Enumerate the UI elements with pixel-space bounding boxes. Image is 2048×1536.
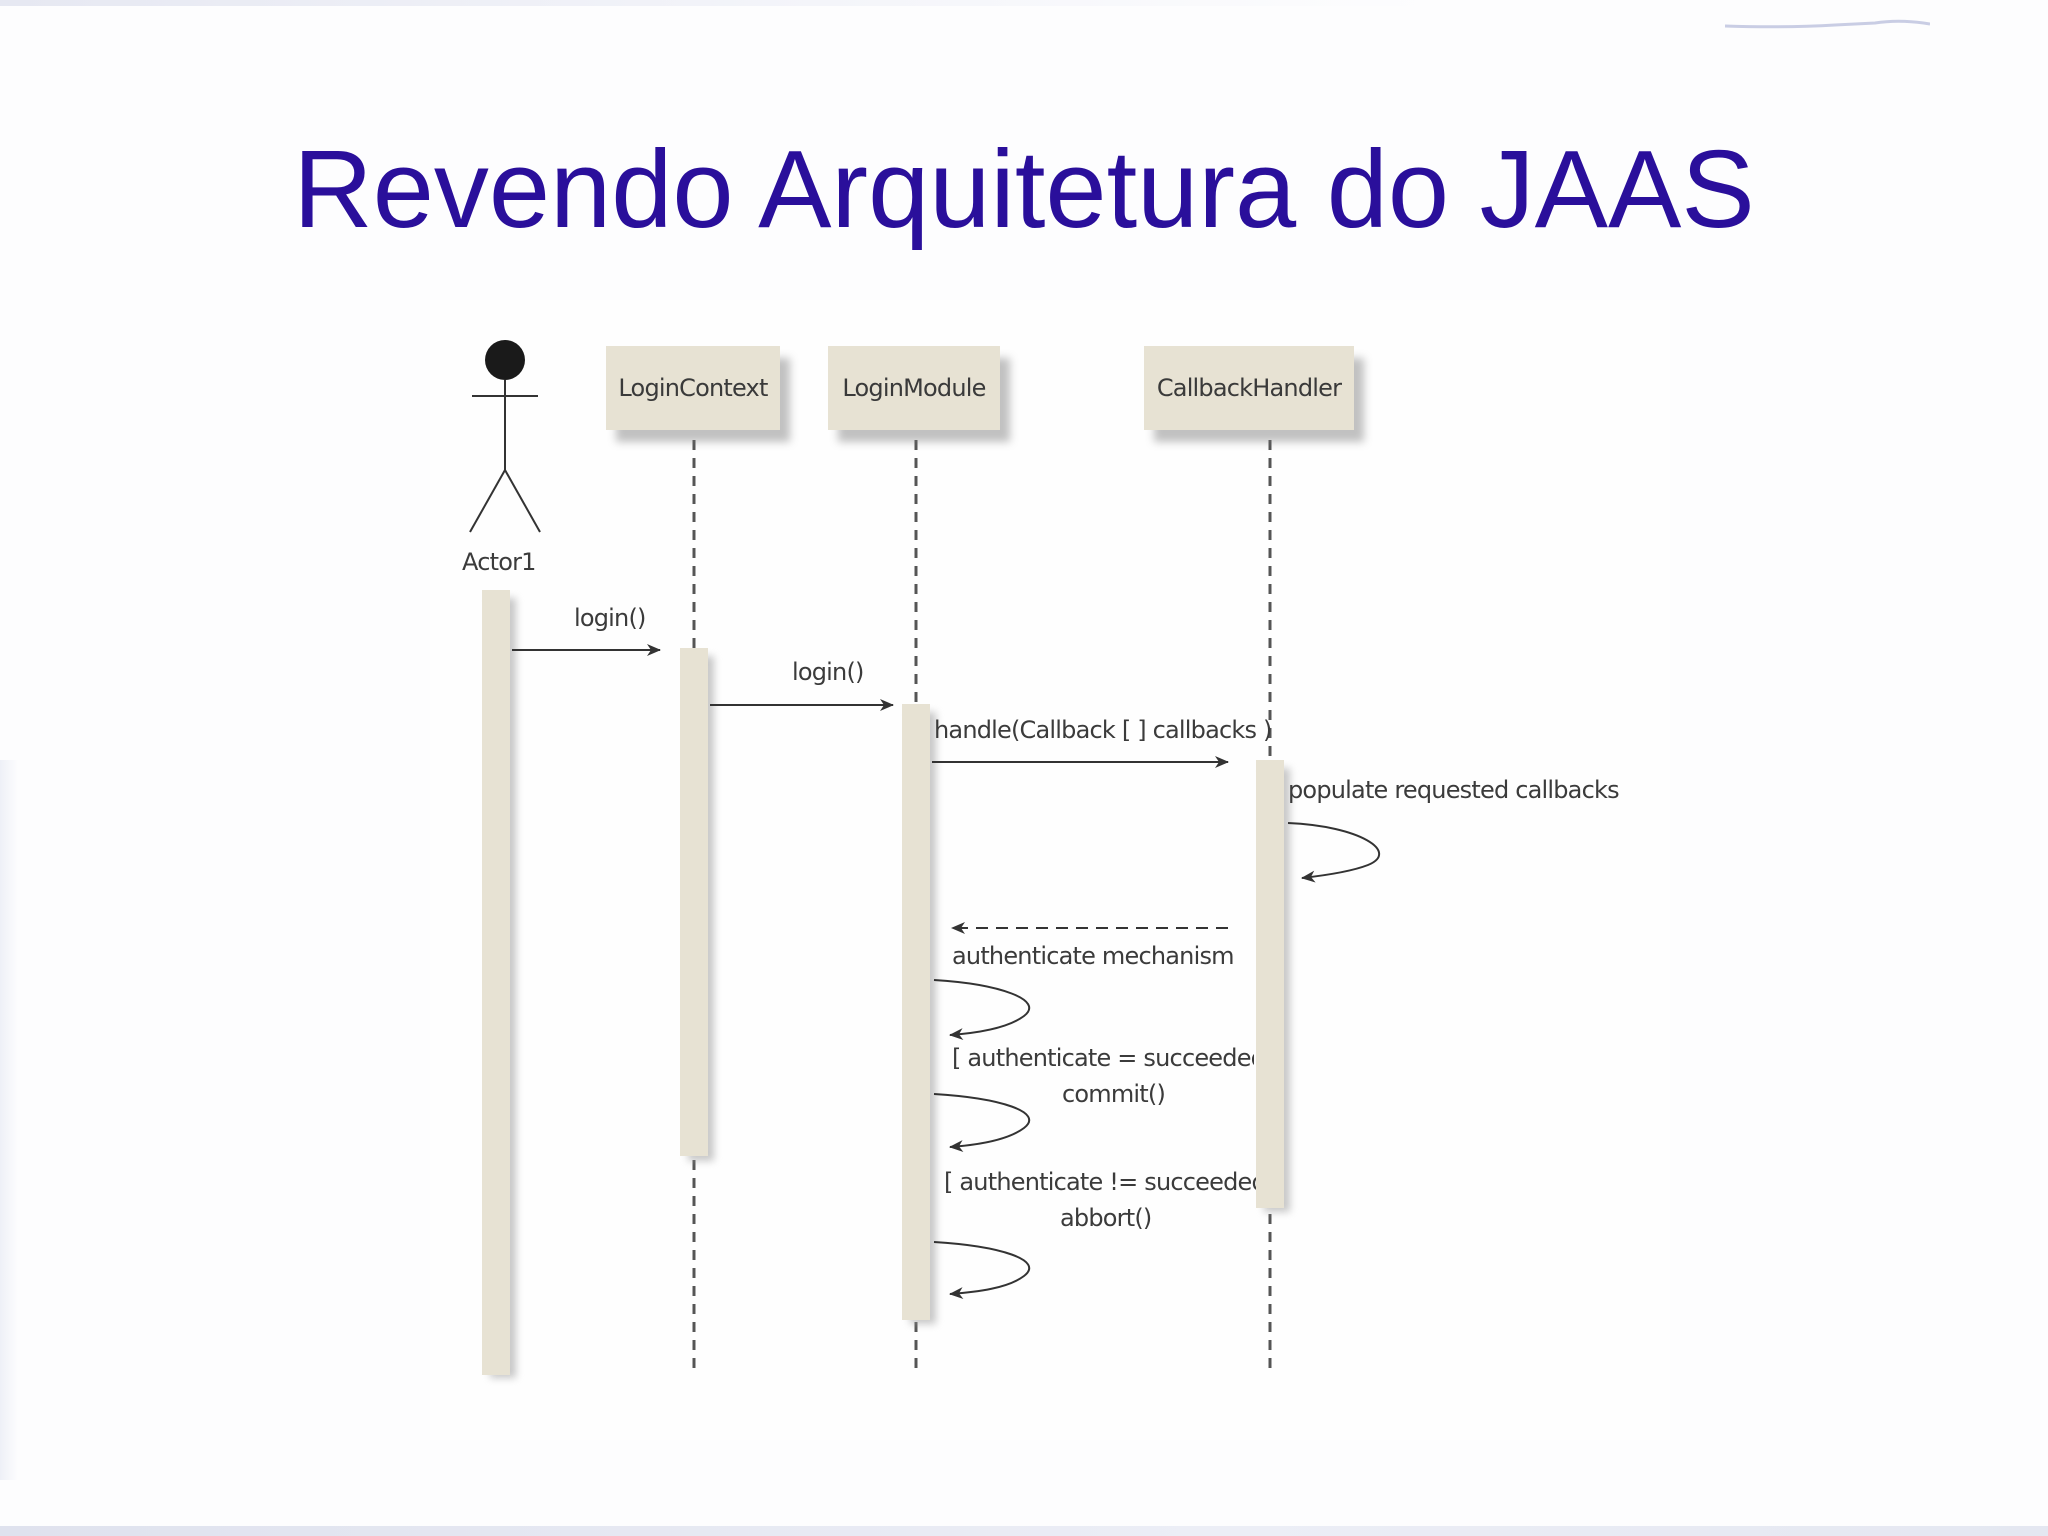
message-label-handle: handle(Callback [ ] callbacks ) xyxy=(934,716,1272,744)
lifeline-label: CallbackHandler xyxy=(1156,374,1342,402)
sequence-diagram xyxy=(430,300,1670,1440)
activation-actor xyxy=(482,590,510,1375)
message-label-populate: populate requested callbacks xyxy=(1288,776,1620,804)
slide-bottom-edge xyxy=(0,1526,2048,1536)
activation-callback-handler xyxy=(1256,760,1284,1208)
lifeline-header-callback-handler: CallbackHandler xyxy=(1144,346,1354,430)
self-call-abort xyxy=(933,1241,1031,1300)
slide-left-edge xyxy=(0,760,18,1480)
actor-figure xyxy=(469,340,541,533)
message-label-commit-guard: [ authenticate = succeeded xyxy=(952,1044,1254,1072)
message-label-login-1: login() xyxy=(574,604,646,632)
activation-login-module xyxy=(902,704,930,1320)
lifeline-label: LoginContext xyxy=(618,374,768,402)
self-call-authenticate xyxy=(933,979,1031,1041)
self-call-populate xyxy=(1287,822,1381,883)
actor-label: Actor1 xyxy=(462,548,536,576)
message-label-login-2: login() xyxy=(792,658,864,686)
lifeline-header-login-module: LoginModule xyxy=(828,346,1000,430)
self-call-commit xyxy=(933,1093,1031,1153)
slide-title: Revendo Arquitetura do JAAS xyxy=(293,128,1755,251)
message-label-abort: abbort() xyxy=(1060,1204,1152,1232)
activation-login-context xyxy=(680,648,708,1156)
message-label-abort-guard: [ authenticate != succeeded xyxy=(944,1168,1256,1196)
lifeline-label: LoginModule xyxy=(842,374,986,402)
slide-top-edge xyxy=(0,0,2048,6)
message-label-commit: commit() xyxy=(1062,1080,1166,1108)
lifeline-header-login-context: LoginContext xyxy=(606,346,780,430)
message-label-authenticate: authenticate mechanism xyxy=(952,942,1235,970)
corner-flourish xyxy=(1725,19,1930,29)
